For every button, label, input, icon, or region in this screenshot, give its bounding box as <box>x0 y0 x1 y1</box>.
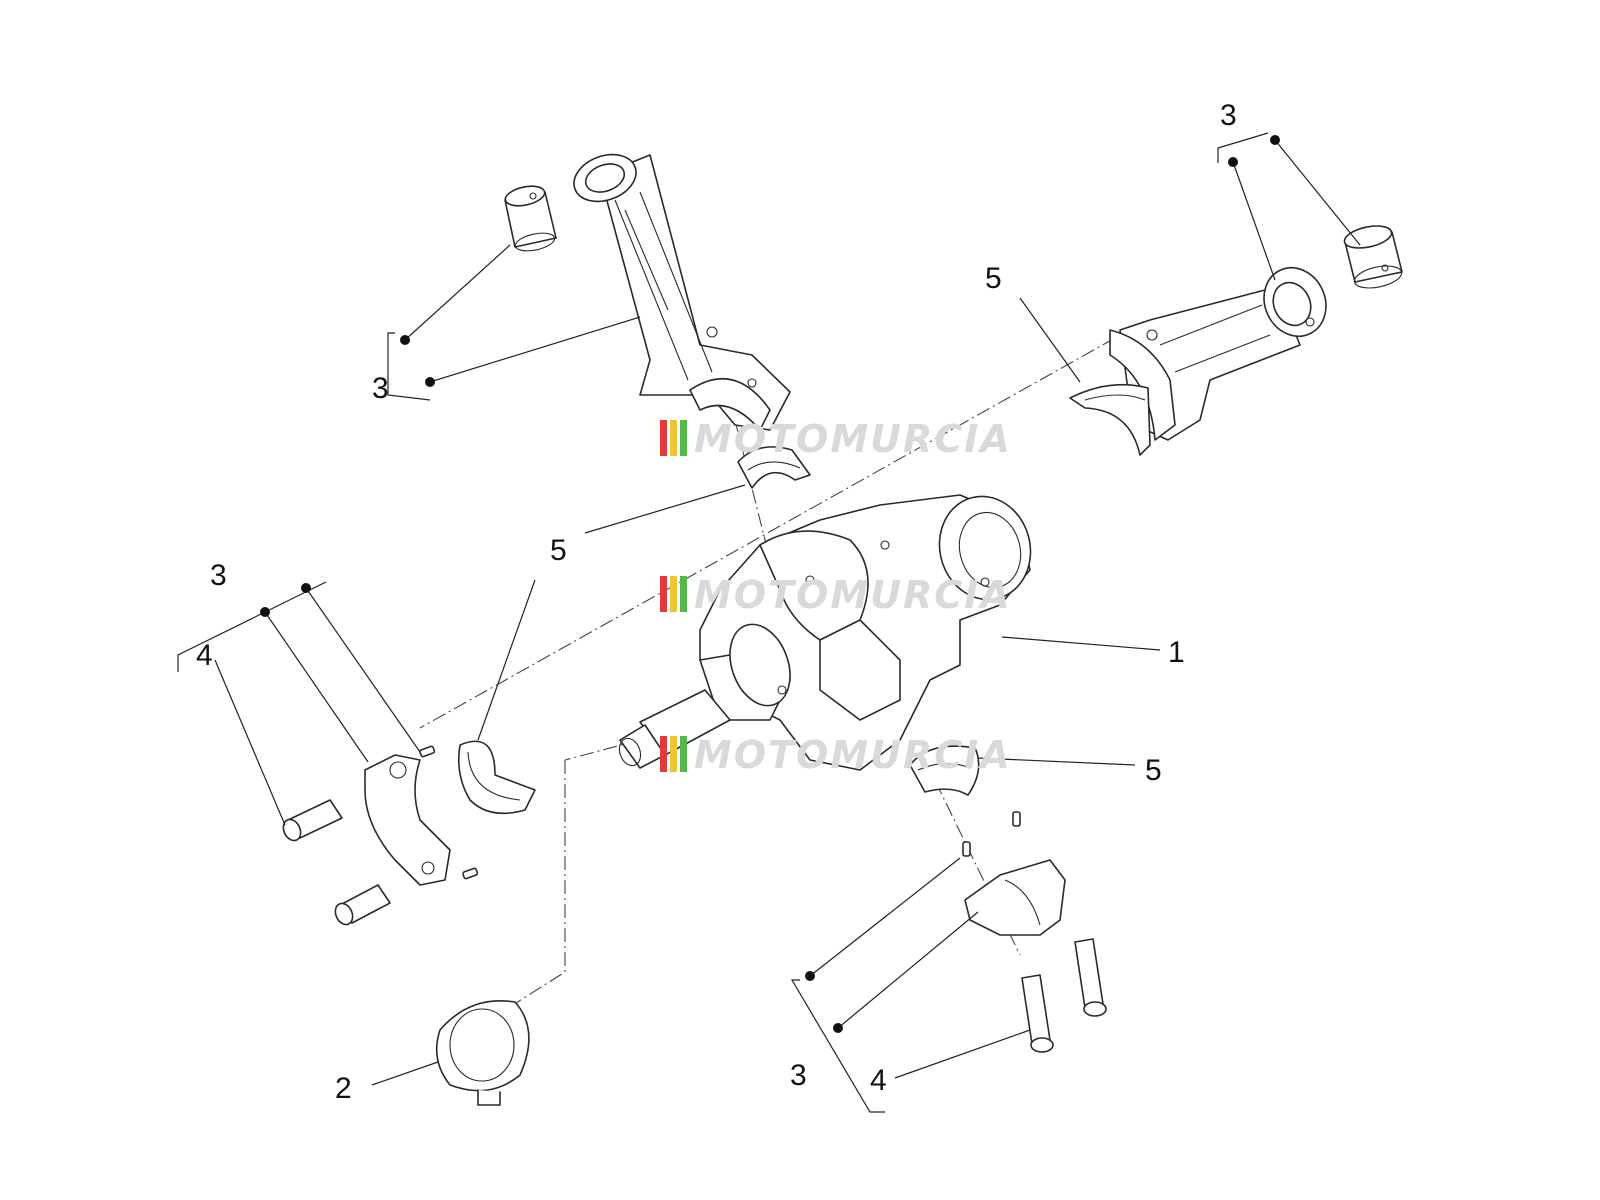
crankshaft-icon <box>618 494 1032 771</box>
watermark-stripes <box>660 736 687 772</box>
watermark: MOTOMURCIA <box>660 573 1012 617</box>
watermark: MOTOMURCIA <box>660 733 1012 777</box>
rod-cap-icon <box>364 754 451 886</box>
leader-lines <box>177 132 1361 1113</box>
big-end-bearing-shell-icon <box>737 446 811 489</box>
rod-bolt-icon <box>282 799 343 842</box>
callout-conrod-kit-left: 3 <box>210 559 227 592</box>
callout-thrust-washer: 2 <box>335 1072 352 1105</box>
watermark: MOTOMURCIA <box>660 417 1012 461</box>
rod-bolt-icon <box>1074 938 1107 1017</box>
watermark-text: MOTOMURCIA <box>694 417 1012 461</box>
connecting-rod-icon <box>1109 267 1327 441</box>
rod-bolt-icon <box>1021 974 1054 1053</box>
watermark-text: MOTOMURCIA <box>694 573 1012 617</box>
big-end-bearing-shell-icon <box>457 740 536 815</box>
watermark-text: MOTOMURCIA <box>694 733 1012 777</box>
rod-bolt-icon <box>334 884 391 926</box>
big-end-bearing-shell-icon <box>1069 383 1151 456</box>
callout-conrod-kit-top-right: 3 <box>1220 99 1237 132</box>
small-end-bushing-icon <box>504 185 557 252</box>
callout-crankshaft: 1 <box>1168 636 1185 669</box>
kit-dots <box>260 135 1280 1033</box>
watermark-stripes <box>660 576 687 612</box>
thrust-washer-icon <box>435 1000 530 1106</box>
callout-bearing-shell-right: 5 <box>1145 754 1162 787</box>
dowel-pin-icon <box>962 811 1021 857</box>
watermark-stripes <box>660 420 687 456</box>
callout-bearing-shell-mid: 5 <box>550 534 567 567</box>
rod-cap-icon <box>964 859 1066 936</box>
dowel-pin-icon <box>419 745 479 880</box>
callout-bearing-shell-top: 5 <box>985 262 1002 295</box>
callout-conrod-kit-top-left: 3 <box>372 372 389 405</box>
connecting-rod-icon <box>573 153 791 431</box>
big-end-bearing-shell-icon <box>909 745 980 796</box>
callout-conrod-bolt-bottom: 4 <box>870 1064 887 1097</box>
callout-conrod-bolt-left: 4 <box>196 639 213 672</box>
callout-conrod-kit-bottom: 3 <box>790 1059 807 1092</box>
small-end-bushing-icon <box>1343 225 1403 289</box>
